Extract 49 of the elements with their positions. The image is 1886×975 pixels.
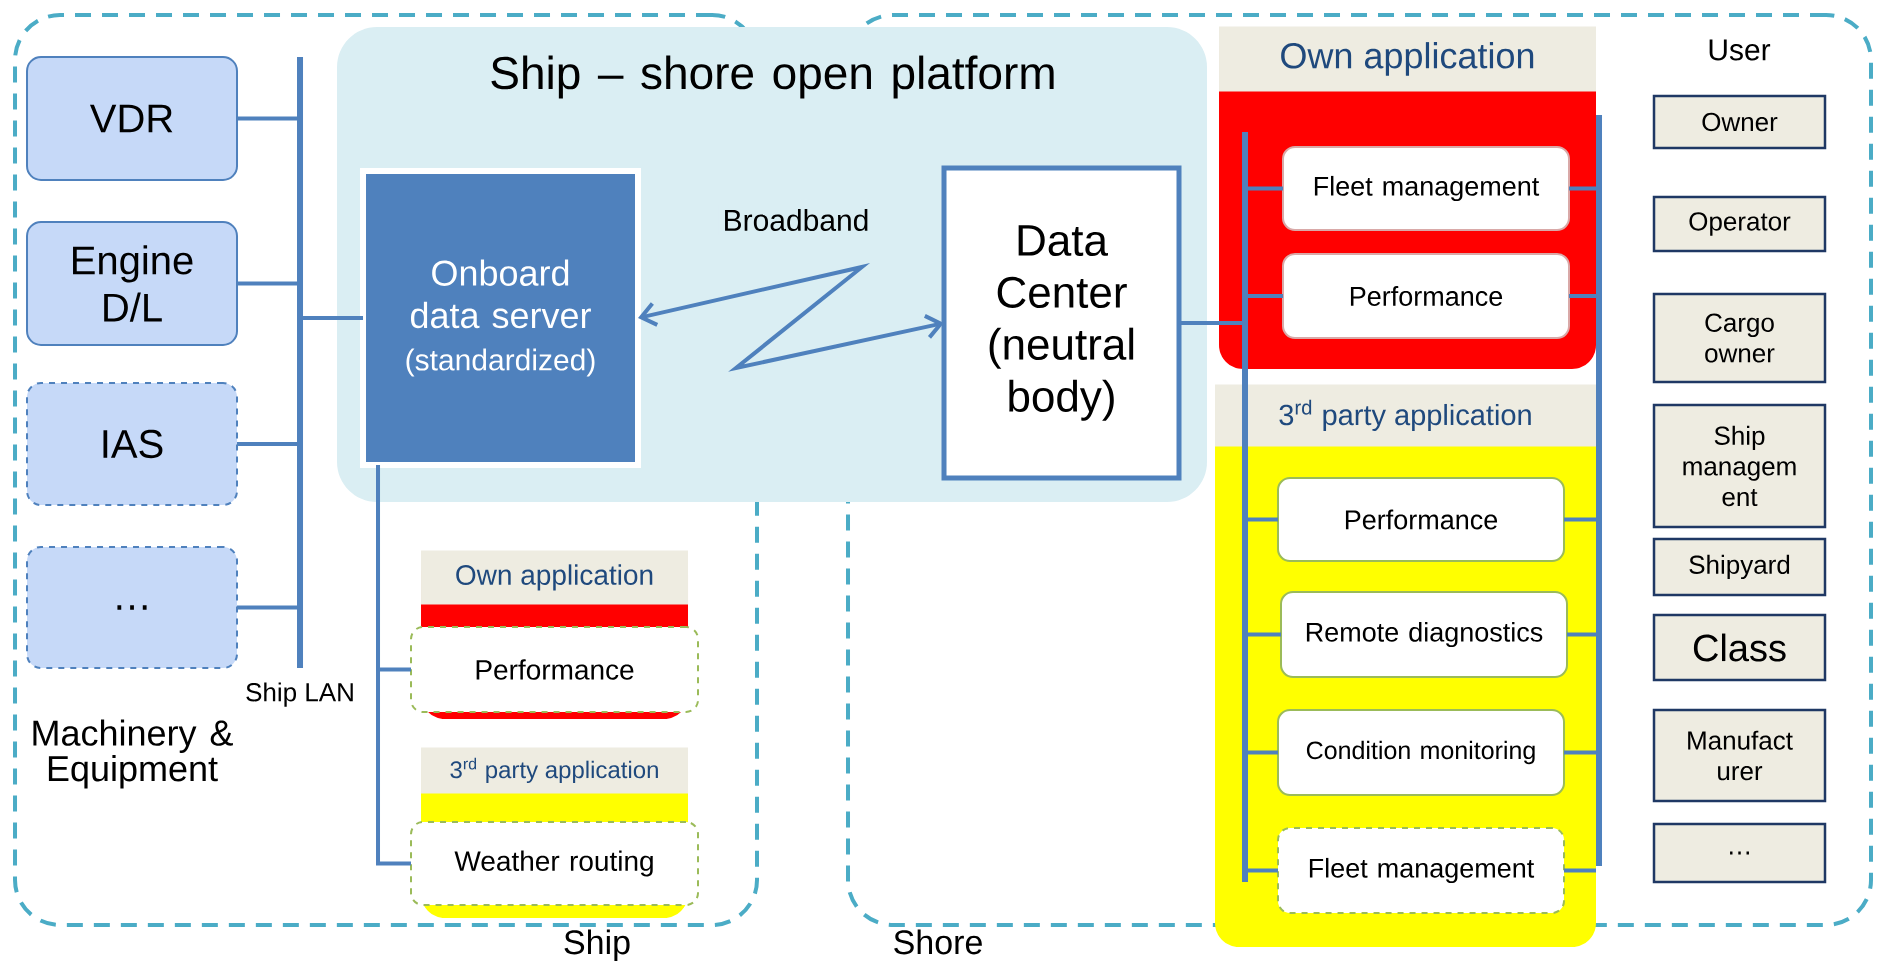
connector-line [1569, 294, 1596, 298]
connector-line [1567, 632, 1596, 637]
node-label: Ship [564, 929, 630, 962]
connector-line [1179, 321, 1242, 325]
edge-label: Broadband [718, 205, 874, 235]
equipment-box: VDR [26, 56, 238, 181]
connector-line [237, 281, 297, 286]
equipment-box: … [26, 546, 238, 669]
connector-line [1569, 186, 1596, 191]
server-box: Onboard data server (standardized) [360, 168, 641, 468]
user-box: Class [1652, 613, 1827, 682]
broadband-arrow [638, 263, 944, 372]
connector-line [1248, 868, 1278, 873]
application-box: Remote diagnostics [1280, 591, 1568, 678]
equipment-box: Engine D/L [26, 221, 238, 346]
application-box: Weather routing [410, 821, 699, 906]
connector-line [237, 116, 297, 121]
user-box: Owner [1652, 94, 1827, 150]
user-box: Operator [1652, 195, 1827, 253]
application-box: Performance [410, 626, 699, 713]
node-label: Shore [894, 929, 982, 955]
connector-line [1248, 632, 1281, 637]
connector-line [303, 316, 363, 320]
user-box: Cargo owner [1652, 292, 1827, 384]
equipment-box: IAS [26, 382, 238, 506]
application-box: Fleet management [1277, 827, 1565, 914]
user-box: … [1652, 822, 1827, 884]
user-box: Ship managem ent [1652, 403, 1827, 529]
heading: User [1709, 39, 1771, 61]
user-box: Shipyard [1652, 537, 1827, 597]
connector-line [1248, 517, 1278, 522]
panel-title: Ship – shore open platform [491, 55, 1054, 99]
connector-line [1248, 750, 1278, 755]
connector-line [1248, 186, 1283, 191]
group-label: Machinery & Equipment [33, 719, 233, 789]
connector-line [1564, 750, 1596, 755]
application-box: Performance [1277, 477, 1565, 562]
user-box: Manufact urer [1652, 708, 1827, 803]
application-box: Condition monitoring [1277, 709, 1565, 796]
connector-line [1564, 517, 1596, 522]
application-box: Performance [1282, 253, 1570, 339]
bus-line: Ship LAN [246, 57, 353, 707]
connector-line [237, 442, 297, 446]
connector-line [1564, 868, 1596, 873]
application-box: Fleet management [1282, 146, 1570, 231]
connector-line [376, 465, 411, 866]
connector-line [1248, 294, 1283, 298]
data-center-box: Data Center (neutral body) [941, 165, 1182, 481]
connector-line [237, 605, 297, 610]
